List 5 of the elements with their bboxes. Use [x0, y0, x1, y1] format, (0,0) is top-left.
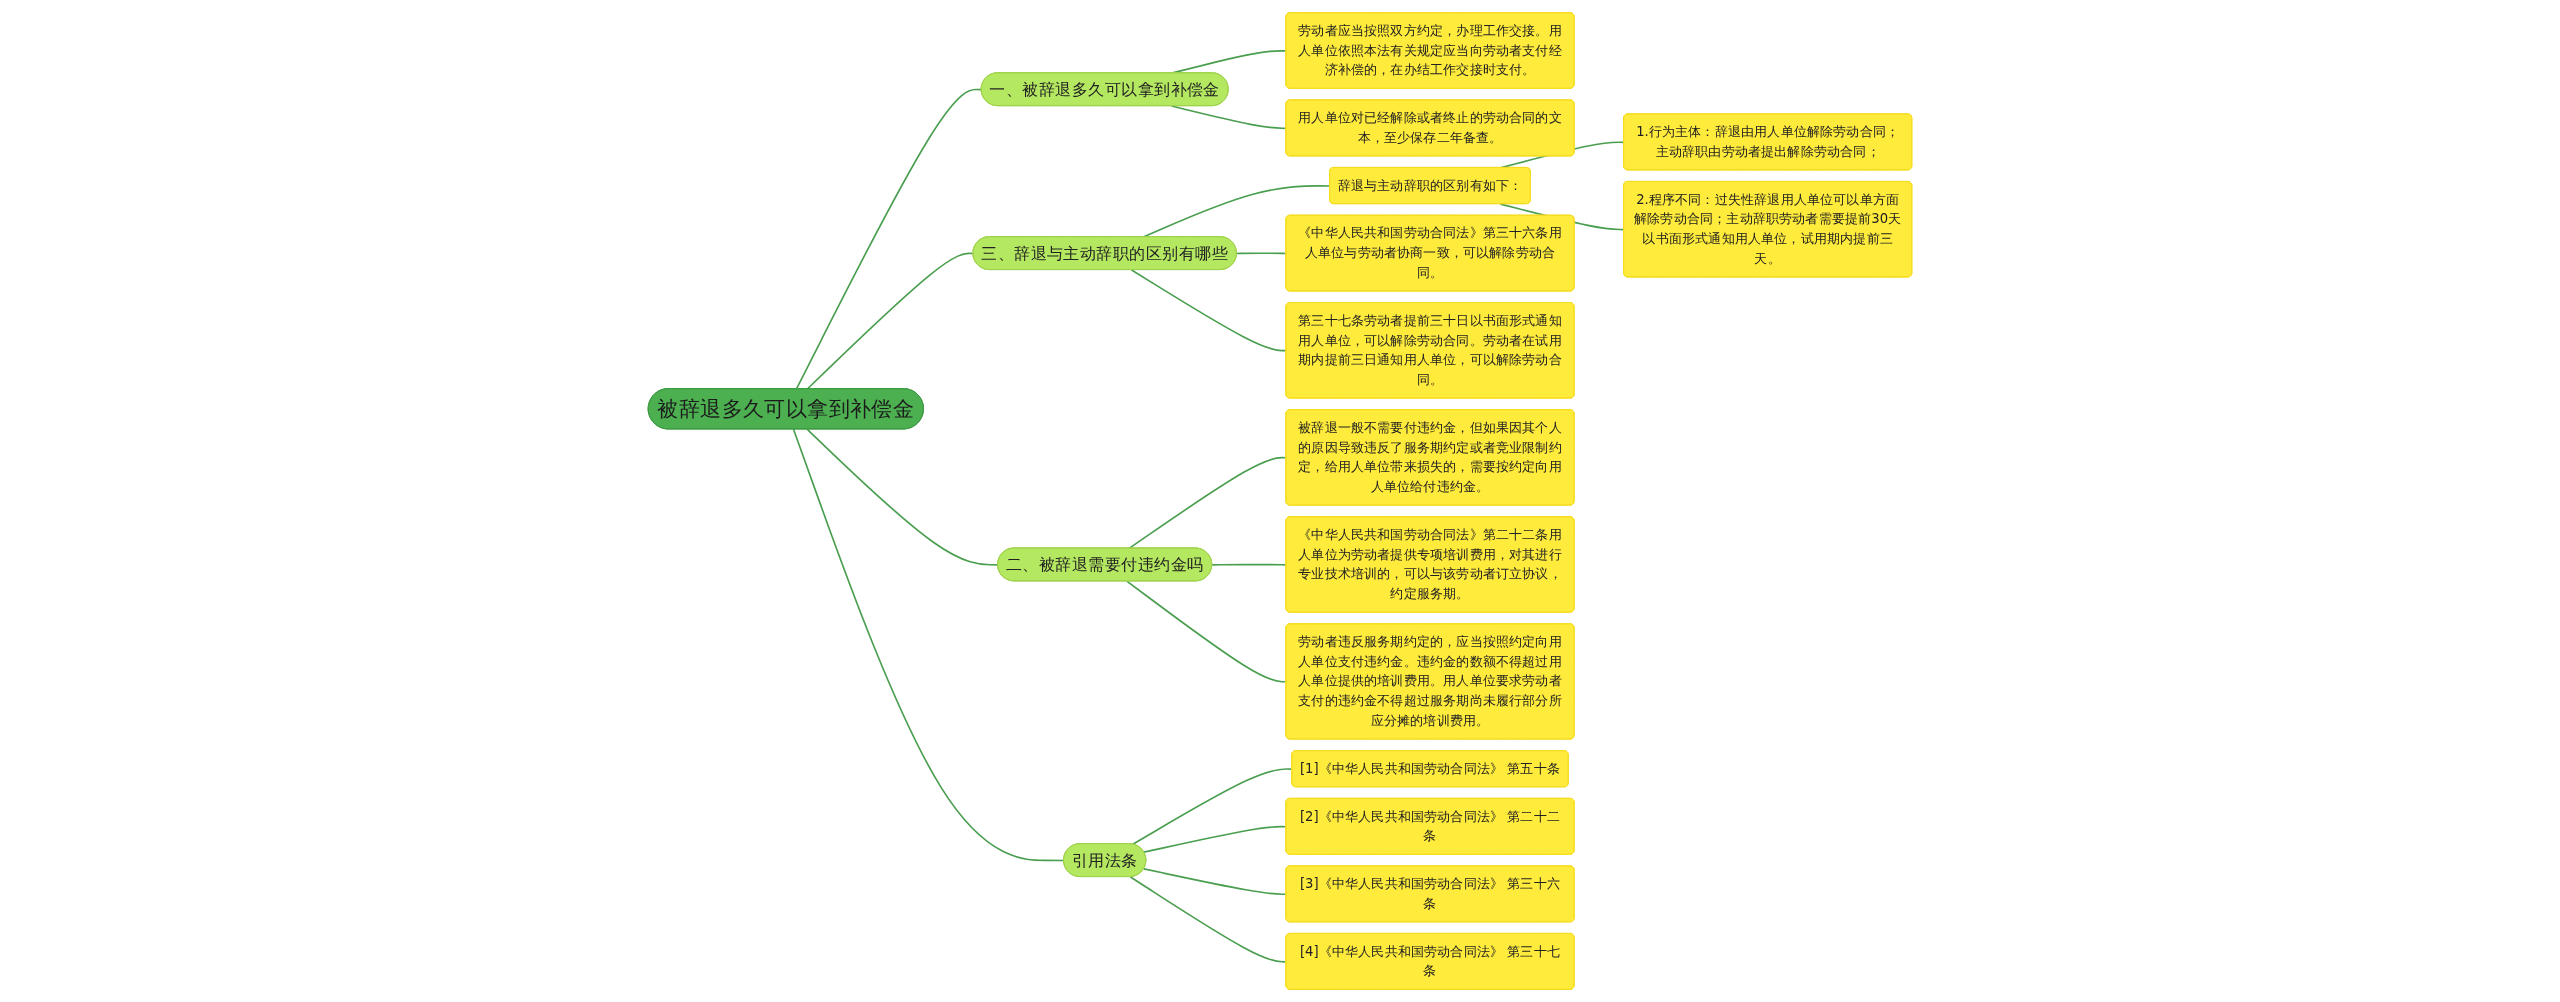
connector	[795, 88, 983, 390]
connector	[1131, 768, 1293, 846]
connector	[806, 428, 999, 566]
connector	[792, 428, 1065, 862]
connector	[806, 252, 975, 390]
